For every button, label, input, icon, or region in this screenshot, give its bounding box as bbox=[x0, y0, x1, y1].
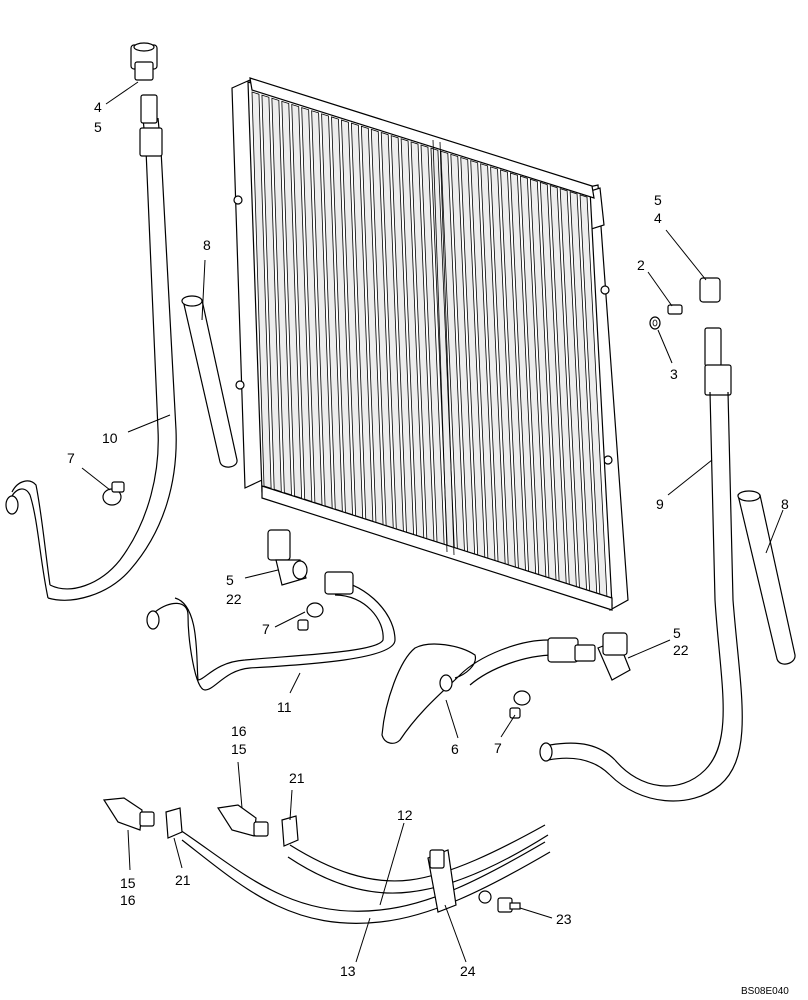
elbow-5-22-mid bbox=[267, 529, 308, 586]
callout-15-bottom: 15 bbox=[120, 875, 136, 891]
callout-5-mid: 5 bbox=[226, 572, 234, 588]
callout-10: 10 bbox=[102, 430, 118, 446]
callout-24: 24 bbox=[460, 963, 476, 979]
callout-9: 9 bbox=[656, 496, 664, 512]
washer-3 bbox=[649, 316, 661, 330]
hose-8-right bbox=[737, 490, 796, 665]
callout-7-right: 7 bbox=[494, 740, 502, 756]
callout-23: 23 bbox=[556, 911, 572, 927]
elbow-5-22-right bbox=[597, 632, 631, 681]
callout-2: 2 bbox=[637, 257, 645, 273]
callout-5-left: 5 bbox=[94, 119, 102, 135]
callout-7-mid: 7 bbox=[262, 621, 270, 637]
callout-8-left: 8 bbox=[203, 237, 211, 253]
callout-5-right-top: 5 bbox=[654, 192, 662, 208]
callout-21-bottom: 21 bbox=[175, 872, 191, 888]
tube-11 bbox=[146, 571, 396, 691]
callout-16-top: 16 bbox=[231, 723, 247, 739]
callout-22-right: 22 bbox=[673, 642, 689, 658]
plug-2 bbox=[667, 304, 683, 315]
clamp-24 bbox=[427, 849, 457, 913]
drawing-code: BS08E040 bbox=[741, 986, 789, 997]
callout-16-bottom: 16 bbox=[120, 892, 136, 908]
callout-4-right: 4 bbox=[654, 210, 662, 226]
tube-6 bbox=[381, 637, 596, 744]
callout-12: 12 bbox=[397, 807, 413, 823]
callout-5-right: 5 bbox=[673, 625, 681, 641]
clamp-7-left bbox=[102, 481, 125, 506]
callout-3: 3 bbox=[670, 366, 678, 382]
callout-7-left: 7 bbox=[67, 450, 75, 466]
callout-4-left: 4 bbox=[94, 99, 102, 115]
callout-8-right: 8 bbox=[781, 496, 789, 512]
clamp-7-right bbox=[509, 690, 531, 719]
washer-and-bolt-23 bbox=[478, 890, 521, 913]
hose-10 bbox=[5, 94, 177, 601]
hose-8-left bbox=[181, 295, 238, 468]
fitting-4-5-left bbox=[130, 42, 158, 81]
callout-22-mid: 22 bbox=[226, 591, 242, 607]
clamp-7-mid bbox=[297, 602, 324, 631]
callout-6: 6 bbox=[451, 741, 459, 757]
leader-lines bbox=[81, 81, 784, 963]
callout-13: 13 bbox=[340, 963, 356, 979]
callout-11: 11 bbox=[277, 699, 292, 715]
oil-cooler-core bbox=[231, 77, 629, 611]
hose-9 bbox=[539, 277, 743, 802]
callout-21-top: 21 bbox=[289, 770, 305, 786]
callout-15-top: 15 bbox=[231, 741, 247, 757]
hoses-12-13 bbox=[102, 797, 551, 924]
